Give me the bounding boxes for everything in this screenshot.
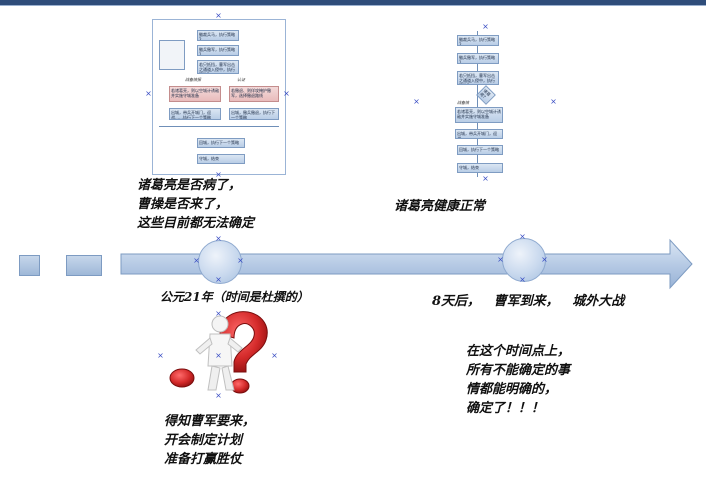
selection-handle-icon[interactable]: ×: [519, 232, 526, 241]
selection-handle-icon[interactable]: ×: [550, 97, 557, 106]
caption-bottom-right-line-4: 确定了！！！: [466, 401, 545, 416]
selection-handle-icon[interactable]: ×: [271, 351, 278, 360]
selection-handle-icon[interactable]: ×: [482, 174, 489, 183]
selection-handle-icon[interactable]: ×: [237, 256, 244, 265]
caption-bottom-left-line-3: 准备打赢胜仗: [164, 452, 243, 467]
selection-handle-icon[interactable]: ×: [541, 255, 548, 264]
fc-right-spine: [477, 31, 478, 177]
timeline-square-2: [66, 255, 102, 276]
selection-handle-icon[interactable]: ×: [519, 275, 526, 284]
caption-bottom-right-line-1: 在这个时间点上，: [466, 344, 571, 359]
fc-right-box-1: 徽裁兵马，执行策略2: [457, 35, 499, 46]
caption-mid-right: 8天后， 曹军到来， 城外大战: [432, 294, 625, 309]
selection-handle-icon[interactable]: ×: [215, 309, 222, 318]
fc-left-lane-box-2: 若撤退、则佯攻掩护撤军，选择撤退路线: [229, 86, 279, 102]
caption-top-left-line-3: 这些目前都无法确定: [137, 216, 255, 231]
fc-right-bottom-box-1: 回城，执行下一个策略: [457, 145, 503, 155]
caption-bottom-right-line-3: 情都能明确的，: [466, 382, 558, 397]
caption-bottom-right: 在这个时间点上， 所有不能确定的事 情都能明确的， 确定了！！！: [466, 342, 570, 418]
timeline-square-1: [19, 255, 40, 276]
right-flowchart-thumbnail[interactable]: 徽裁兵马，执行策略2 徽兵撤军，执行策略1 若只抵挡，曹军出击之通道入侵中，执行…: [448, 26, 528, 180]
caption-top-left-line-2: 曹操是否来了，: [137, 197, 229, 212]
fc-right-box-2: 徽兵撤军，执行策略1: [457, 53, 499, 64]
selection-handle-icon[interactable]: ×: [482, 22, 489, 31]
fc-left-divider: [159, 126, 279, 127]
selection-handle-icon[interactable]: ×: [193, 256, 200, 265]
selection-handle-icon[interactable]: ×: [215, 351, 222, 360]
selection-handle-icon[interactable]: ×: [497, 255, 504, 264]
selection-handle-icon[interactable]: ×: [215, 391, 222, 400]
event-marker-left[interactable]: [198, 240, 242, 284]
fc-right-lane: 战备情: [457, 100, 469, 105]
fc-right-box-3: 若只抵挡，曹军出击之通道入侵中，执行策略1: [457, 71, 499, 85]
caption-bottom-left: 得知曹军要来， 开会制定计划 准备打赢胜仗: [164, 412, 255, 469]
caption-bottom-left-line-2: 开会制定计划: [164, 433, 243, 448]
selection-handle-icon[interactable]: ×: [215, 275, 222, 284]
event-marker-right[interactable]: [502, 238, 546, 282]
selection-handle-icon[interactable]: ×: [215, 234, 222, 243]
selection-handle-icon[interactable]: ×: [413, 97, 420, 106]
selection-handle-icon[interactable]: ×: [215, 170, 222, 179]
selection-handle-icon[interactable]: ×: [283, 89, 290, 98]
fc-left-bottom-box-2: 守城，结束: [197, 154, 245, 164]
window-top-line: [0, 5, 706, 6]
fc-left-lane-box-1: 若诸葛亮，则以空城计诱敌并实施守城准备: [169, 86, 221, 102]
caption-bottom-left-line-1: 得知曹军要来，: [164, 414, 256, 429]
fc-left-lane-1: 战备情报: [185, 77, 201, 82]
fc-right-mid-box: 出城，带兵开城门，迎战……: [455, 129, 503, 139]
fc-left-mid-box-1: 出城，带兵开城门，迎战……执行下一个策略: [169, 108, 221, 120]
caption-bottom-right-line-2: 所有不能确定的事: [466, 363, 571, 378]
caption-top-right: 诸葛亮健康正常: [394, 199, 486, 214]
fc-right-bottom-box-2: 守城，结束: [457, 163, 503, 173]
fc-right-lane-box: 若诸葛亮，则以空城计诱敌并实施守城准备: [455, 107, 503, 123]
fc-left-bottom-box-1: 回城，执行下一个策略: [197, 138, 245, 148]
selection-handle-icon[interactable]: ×: [145, 89, 152, 98]
left-flowchart-thumbnail[interactable]: 徽裁兵马，执行策略2 徽兵撤军，执行策略1 若只抵挡，曹军出击之通道入侵中，执行…: [152, 19, 286, 175]
caption-mid-left: 公元21年（时间是杜撰的）: [160, 290, 309, 304]
fc-right-diamond: 诸葛亮?: [476, 85, 496, 105]
fc-left-mid-box-2: 出城，撤兵撤退，执行下一个策略: [229, 108, 279, 120]
caption-top-left-line-1: 诸葛亮是否病了，: [137, 178, 242, 193]
fc-left-box-1: 徽裁兵马，执行策略2: [197, 30, 239, 41]
fc-left-box-3: 若只抵挡，曹军出击之通道入侵中，执行策略1: [197, 60, 239, 74]
fc-left-lane-2: 认证: [237, 77, 245, 82]
selection-handle-icon[interactable]: ×: [215, 11, 222, 20]
thinking-person-question-icon: [169, 311, 268, 394]
fc-left-box-2: 徽兵撤军，执行策略1: [197, 45, 239, 56]
caption-top-left: 诸葛亮是否病了， 曹操是否来了， 这些目前都无法确定: [137, 176, 254, 233]
fc-left-side-box: [159, 40, 185, 70]
selection-handle-icon[interactable]: ×: [157, 351, 164, 360]
window-top-bar: [0, 0, 706, 5]
